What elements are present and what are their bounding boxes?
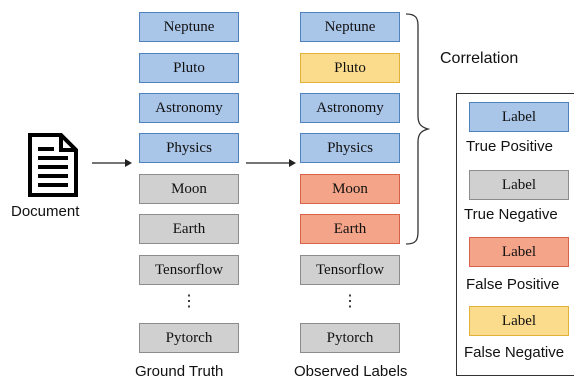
gt-label-neptune: Neptune (139, 12, 239, 42)
legend-swatch-false-positive: Label (469, 237, 569, 267)
legend-text-true-negative: True Negative (464, 206, 558, 223)
gt-label-physics: Physics (139, 133, 239, 163)
gt-label-earth: Earth (139, 214, 239, 244)
gt-label-astronomy: Astronomy (139, 93, 239, 123)
legend-text-true-positive: True Positive (466, 138, 553, 155)
correlation-brace (405, 13, 431, 245)
arrow-ground-truth-to-observed (246, 159, 296, 167)
obs-ellipsis: ⋮ (342, 293, 358, 310)
gt-label-pluto: Pluto (139, 53, 239, 83)
legend: Label True Positive Label True Negative … (456, 93, 574, 376)
legend-text-false-negative: False Negative (464, 344, 565, 361)
obs-label-astronomy: Astronomy (300, 93, 400, 123)
legend-text-false-positive: False Positive (466, 276, 560, 293)
gt-label-tensorflow: Tensorflow (139, 255, 239, 285)
obs-label-earth: Earth (300, 214, 400, 244)
legend-swatch-true-positive: Label (469, 102, 569, 132)
gt-label-pytorch: Pytorch (139, 323, 239, 353)
legend-swatch-false-negative: Label (469, 306, 569, 336)
obs-label-physics: Physics (300, 133, 400, 163)
obs-label-neptune: Neptune (300, 12, 400, 42)
obs-label-tensorflow: Tensorflow (300, 255, 400, 285)
observed-labels-caption: Observed Labels (294, 363, 408, 380)
ground-truth-caption: Ground Truth (135, 363, 224, 380)
obs-label-pluto: Pluto (300, 53, 400, 83)
arrow-document-to-ground-truth (92, 159, 132, 167)
gt-ellipsis: ⋮ (181, 293, 197, 310)
document-icon (28, 133, 78, 197)
correlation-label: Correlation (440, 50, 519, 67)
obs-label-moon: Moon (300, 174, 400, 204)
legend-swatch-true-negative: Label (469, 170, 569, 200)
obs-label-pytorch: Pytorch (300, 323, 400, 353)
document-label: Document (11, 203, 80, 220)
gt-label-moon: Moon (139, 174, 239, 204)
